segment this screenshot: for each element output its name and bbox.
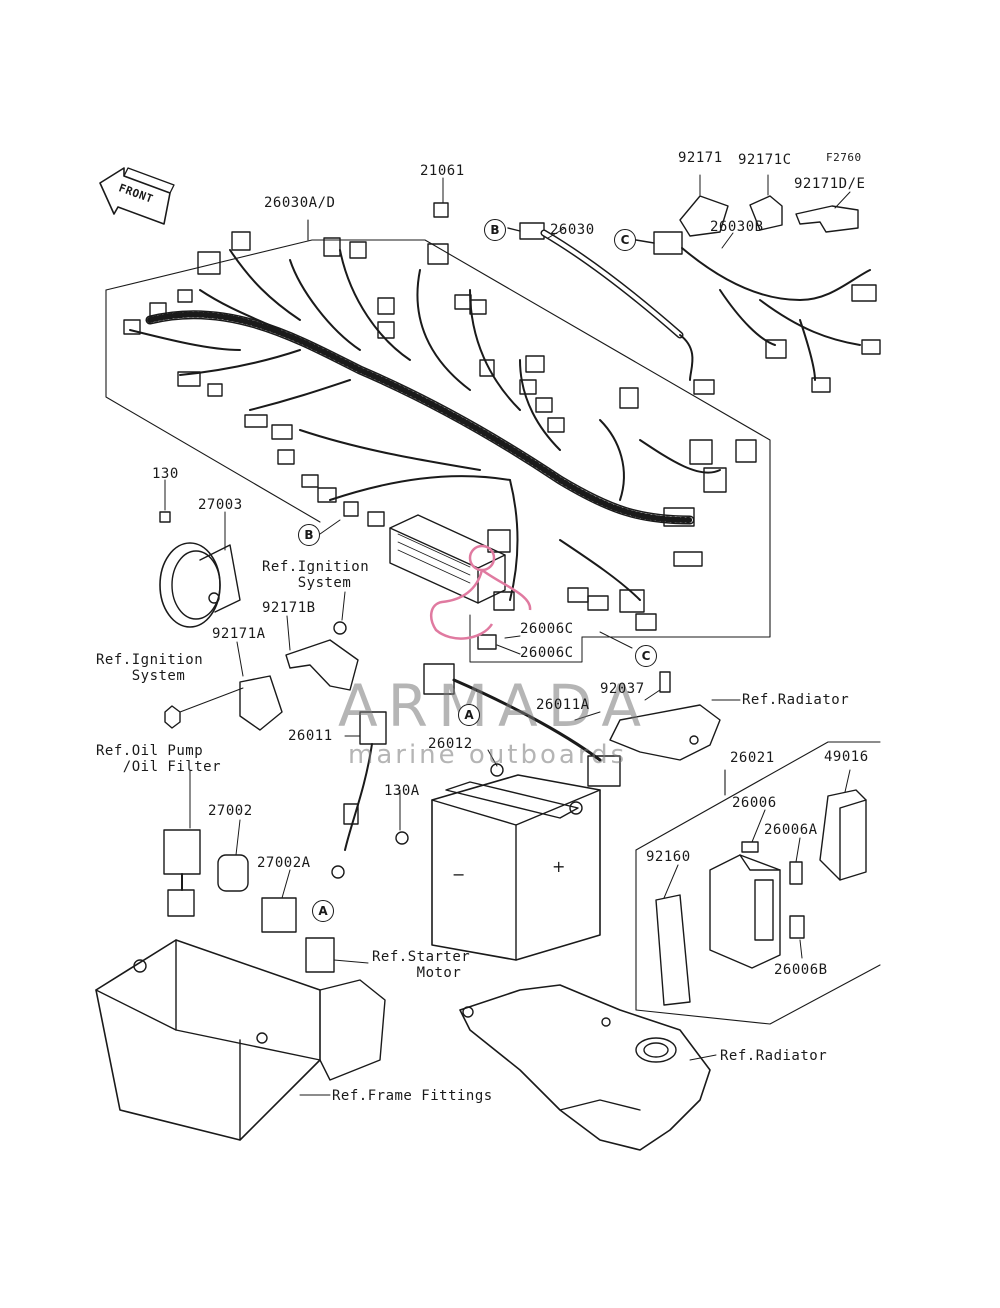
callout-c-top: C bbox=[614, 229, 636, 251]
part-label-21061: 21061 bbox=[420, 163, 465, 179]
watermark-title: ARMADA bbox=[338, 672, 652, 740]
main-harness-panel-outline bbox=[105, 219, 771, 638]
relay-box-26021 bbox=[709, 789, 867, 969]
clip-21061-shape bbox=[433, 202, 449, 218]
callout-b-left: B bbox=[298, 524, 320, 546]
relay-box-panel-outline bbox=[635, 741, 881, 1025]
part-label-26006C-1: 26006C bbox=[520, 621, 574, 637]
part-label-26030AD: 26030A/D bbox=[264, 195, 336, 211]
svg-text:−: − bbox=[452, 865, 465, 884]
part-label-130: 130 bbox=[152, 466, 179, 482]
bracket-92160 bbox=[655, 894, 691, 1006]
part-label-26006C-2: 26006C bbox=[520, 645, 574, 661]
callout-a-relay: A bbox=[312, 900, 334, 922]
callout-a-cable: A bbox=[458, 704, 480, 726]
sub-harness-26030 bbox=[507, 222, 715, 395]
ref-starter-motor: Ref.Starter Motor bbox=[372, 949, 471, 981]
ref-radiator-1: Ref.Radiator bbox=[742, 692, 850, 708]
ref-ignition-system-2: Ref.Ignition System bbox=[96, 652, 204, 684]
part-label-26006B: 26006B bbox=[774, 962, 828, 978]
part-label-26006: 26006 bbox=[732, 795, 777, 811]
part-label-26012: 26012 bbox=[428, 736, 473, 752]
part-label-26006A: 26006A bbox=[764, 822, 818, 838]
part-label-27003: 27003 bbox=[198, 497, 243, 513]
ref-oil-pump-oil-filter: Ref.Oil Pump /Oil Filter bbox=[96, 743, 222, 775]
part-label-130A: 130A bbox=[384, 783, 420, 799]
callout-b-top: B bbox=[484, 219, 506, 241]
radiator-tank-bracket bbox=[459, 984, 711, 1151]
part-label-92171DE: 92171D/E bbox=[794, 176, 866, 192]
battery-tray bbox=[95, 939, 386, 1141]
part-label-92160: 92160 bbox=[646, 849, 691, 865]
ref-ignition-system-1: Ref.Ignition System bbox=[262, 559, 370, 591]
bracket-26021 bbox=[609, 671, 721, 761]
part-label-26011: 26011 bbox=[288, 728, 333, 744]
callout-c-right: C bbox=[635, 645, 657, 667]
part-label-27002A: 27002A bbox=[257, 855, 311, 871]
watermark-subtitle: marine outboards bbox=[348, 740, 628, 770]
sub-harness-26030B bbox=[635, 231, 881, 393]
watermark-logo-icon bbox=[429, 544, 532, 640]
part-label-92171: 92171 bbox=[678, 150, 723, 166]
svg-text:+: + bbox=[552, 857, 565, 876]
part-label-26011A: 26011A bbox=[536, 697, 590, 713]
horn-27003 bbox=[159, 511, 241, 628]
part-label-92171A: 92171A bbox=[212, 626, 266, 642]
ref-radiator-2: Ref.Radiator bbox=[720, 1048, 828, 1064]
front-arrow-icon bbox=[99, 167, 175, 225]
part-label-92037: 92037 bbox=[600, 681, 645, 697]
brackets-92171AB bbox=[164, 621, 359, 731]
part-label-92171B: 92171B bbox=[262, 600, 316, 616]
ref-frame-fittings: Ref.Frame Fittings bbox=[332, 1088, 493, 1104]
part-label-92171C: 92171C bbox=[738, 152, 792, 168]
part-label-49016: 49016 bbox=[824, 749, 869, 765]
part-label-26021: 26021 bbox=[730, 750, 775, 766]
relays-27002 bbox=[163, 829, 335, 973]
battery-cables bbox=[331, 663, 621, 879]
part-label-27002: 27002 bbox=[208, 803, 253, 819]
part-label-26030: 26030 bbox=[550, 222, 595, 238]
clamps-92171-group bbox=[679, 195, 859, 237]
main-wiring-harness bbox=[123, 231, 757, 650]
part-label-26030B: 26030B bbox=[710, 219, 764, 235]
figure-code: F2760 bbox=[826, 151, 862, 164]
battery-26012: − + bbox=[431, 763, 601, 961]
